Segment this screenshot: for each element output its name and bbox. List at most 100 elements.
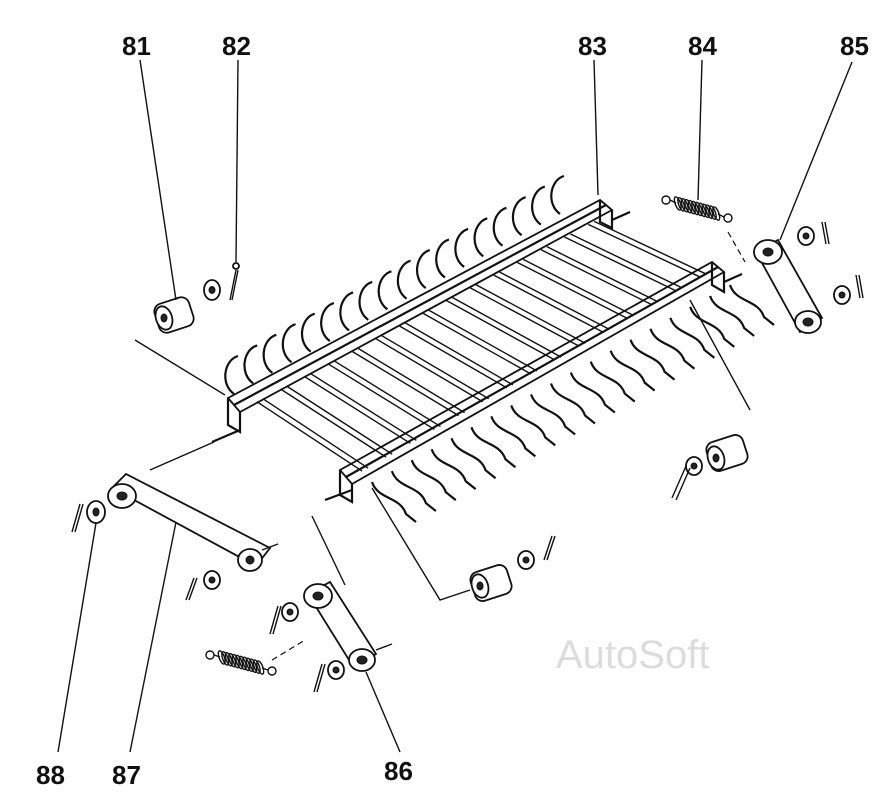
upper-tine xyxy=(454,227,469,268)
cross-slat xyxy=(593,220,707,275)
spring-coil xyxy=(687,199,696,215)
cross-slat xyxy=(522,258,634,317)
cross-slat xyxy=(256,401,363,472)
upper-tine xyxy=(301,312,316,353)
spring-coil xyxy=(245,657,254,673)
cross-slat xyxy=(303,375,411,444)
cross-slat xyxy=(404,322,514,386)
spring-coil xyxy=(249,658,258,674)
spring-coil xyxy=(698,202,707,218)
lower-tine xyxy=(549,383,596,425)
crank-arm-86 xyxy=(269,515,393,693)
lower-tine xyxy=(490,415,537,458)
cross-slats xyxy=(256,220,707,472)
cross-slat xyxy=(546,246,658,303)
spring-coil xyxy=(228,652,237,668)
spring-coil xyxy=(238,655,247,671)
upper-tine xyxy=(339,291,354,332)
lower-tine xyxy=(510,404,556,447)
spring-coil xyxy=(252,659,261,674)
callout-84: 84 xyxy=(688,31,717,61)
lower-tine xyxy=(689,306,735,348)
spring-coil xyxy=(256,660,265,675)
cross-slat xyxy=(516,261,628,320)
cross-slat xyxy=(469,287,580,347)
cross-slat xyxy=(327,363,435,431)
cross-slat xyxy=(262,398,369,469)
upper-tine xyxy=(492,206,507,247)
lower-tine xyxy=(370,481,417,523)
crank-arm-85 xyxy=(727,221,864,334)
upper-tine xyxy=(262,333,277,374)
tension-spring-lower xyxy=(205,650,277,676)
lower-tine xyxy=(709,295,755,337)
cross-slat xyxy=(587,223,701,278)
spring-coil xyxy=(235,654,244,670)
cross-slat xyxy=(398,325,508,389)
cross-slat xyxy=(451,296,562,358)
tension-spring-84 xyxy=(661,195,733,223)
cross-slat xyxy=(570,233,683,289)
upper-tine xyxy=(224,354,239,395)
upper-tine xyxy=(358,280,373,321)
lower-tine xyxy=(410,459,457,501)
rake-frame-assembly xyxy=(211,174,775,523)
cross-slat xyxy=(428,309,538,372)
cross-slat xyxy=(280,388,387,458)
cross-slat xyxy=(422,312,532,375)
spring-coil xyxy=(673,196,682,211)
cross-slat xyxy=(286,385,393,455)
upper-tine xyxy=(473,217,488,258)
cross-slat xyxy=(333,360,441,428)
cross-slat xyxy=(493,274,604,334)
washer-pin-88 xyxy=(71,500,106,533)
lower-tine xyxy=(430,448,477,491)
upper-tine xyxy=(416,249,431,290)
cross-slat xyxy=(309,372,417,441)
callout-81: 81 xyxy=(122,31,151,61)
lower-tine xyxy=(629,339,676,381)
spring-coil xyxy=(680,197,689,213)
spring-coil xyxy=(701,203,710,219)
callout-83: 83 xyxy=(578,31,607,61)
lower-tine xyxy=(390,470,437,512)
leader-lines xyxy=(57,59,853,753)
upper-tine xyxy=(243,344,258,385)
spring-coil xyxy=(712,206,721,221)
lower-tine xyxy=(530,393,576,436)
callout-85: 85 xyxy=(840,31,869,61)
lower-tine xyxy=(450,437,497,480)
cross-slat xyxy=(374,337,484,403)
cross-slat xyxy=(475,284,586,344)
cross-slat xyxy=(564,236,677,292)
spring-coil xyxy=(224,651,233,667)
spring-coil xyxy=(684,198,693,214)
spring-coil xyxy=(691,200,700,216)
lower-spring-tines xyxy=(370,284,775,523)
link-bar-87 xyxy=(107,441,279,601)
upper-tine xyxy=(550,174,565,215)
upper-tine xyxy=(511,196,527,237)
spring-coil xyxy=(708,205,717,220)
upper-tine xyxy=(377,270,392,311)
spring-coil xyxy=(221,651,230,666)
roller-bushing-81 xyxy=(134,262,240,396)
lower-tine xyxy=(470,426,517,469)
cross-slat xyxy=(357,347,465,414)
lower-tine xyxy=(609,350,656,392)
spring-coil xyxy=(217,650,226,665)
spring-coil xyxy=(242,656,251,672)
roller-bushing-right xyxy=(671,299,751,501)
watermark-text: AutoSoft xyxy=(556,633,709,677)
spring-coil xyxy=(677,197,686,212)
spring-coil xyxy=(705,204,714,220)
lower-tine xyxy=(649,328,696,370)
upper-tine xyxy=(320,302,335,342)
upper-tine xyxy=(531,185,546,226)
spring-coil xyxy=(694,201,703,217)
cross-slat xyxy=(380,334,490,400)
lower-tine xyxy=(669,317,716,359)
cross-slat xyxy=(499,271,610,331)
upper-spring-tines xyxy=(224,174,565,395)
